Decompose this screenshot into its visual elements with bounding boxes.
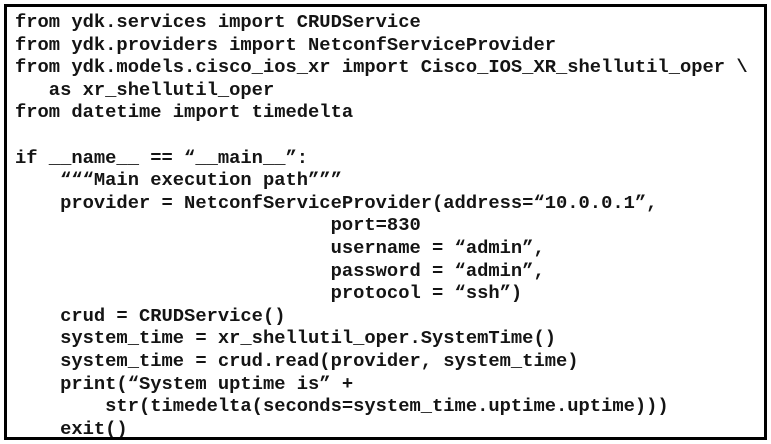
code-line: from ydk.providers import NetconfService…	[15, 33, 556, 56]
code-line: exit()	[15, 417, 128, 440]
code-line: username = “admin”,	[15, 236, 545, 259]
code-line	[15, 124, 764, 147]
code-line: system_time = xr_shellutil_oper.SystemTi…	[15, 327, 556, 350]
code-line: from datetime import timedelta	[15, 101, 354, 124]
code-line: protocol = “ssh”)	[15, 282, 523, 305]
code-line: from ydk.services import CRUDService	[15, 11, 421, 33]
code-line: “““Main execution path”””	[15, 169, 342, 192]
code-line: as xr_shellutil_oper	[15, 78, 275, 101]
code-line: password = “admin”,	[15, 259, 545, 282]
code-line: print(“System uptime is” +	[15, 372, 354, 395]
code-line: crud = CRUDService()	[15, 304, 286, 327]
code-line: if __name__ == “__main__”:	[15, 146, 309, 169]
code-line: provider = NetconfServiceProvider(addres…	[15, 191, 658, 214]
code-line: port=830	[15, 214, 421, 237]
code-line: from ydk.models.cisco_ios_xr import Cisc…	[15, 56, 748, 79]
code-line: system_time = crud.read(provider, system…	[15, 349, 579, 372]
code-line: str(timedelta(seconds=system_time.uptime…	[15, 395, 669, 418]
